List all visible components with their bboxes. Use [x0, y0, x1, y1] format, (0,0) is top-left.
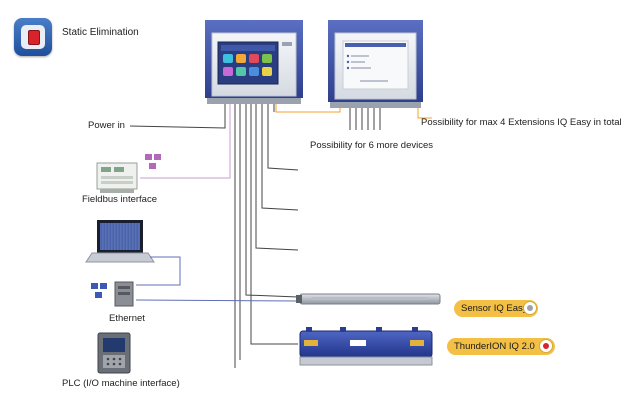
fieldbus-cable: [140, 104, 231, 179]
laptop: [85, 220, 155, 263]
main-controller-cabinet: [205, 20, 303, 104]
ethernet-cables: [135, 256, 301, 302]
power-in-label: Power in: [88, 120, 125, 131]
system-diagram: Static Elimination: [14, 18, 622, 389]
diagram-canvas: [85, 20, 441, 374]
plc-device: [97, 332, 131, 374]
extension-device-stubs: [349, 108, 381, 130]
thunderion-badge: ThunderION IQ 2.0: [447, 338, 555, 355]
header-title: Static Elimination: [62, 27, 139, 38]
thunderion-label: ThunderION IQ 2.0: [454, 341, 535, 352]
ethernet-switch: [114, 281, 134, 307]
fieldbus-connectors: [145, 154, 161, 169]
thunderion-badge-icon: [539, 339, 553, 353]
sensor-iq-easy-badge: Sensor IQ Easy: [454, 300, 538, 317]
ethernet-label: Ethernet: [109, 313, 145, 324]
extension-link: [275, 104, 432, 119]
static-elimination-icon: [14, 18, 52, 56]
extension-cabinet: [328, 20, 423, 108]
plc-label: PLC (I/O machine interface): [62, 378, 180, 389]
ethernet-connectors: [91, 283, 107, 298]
sensor-bar: [296, 293, 441, 305]
sensor-badge-icon: [523, 301, 537, 315]
more-devices-label: Possibility for 6 more devices: [310, 140, 434, 151]
sensor-iq-easy-label: Sensor IQ Easy: [461, 303, 528, 314]
extensions-label: Possibility for max 4 Extensions IQ Easy…: [421, 117, 622, 128]
controller-cables: [129, 104, 299, 368]
fieldbus-label: Fieldbus interface: [82, 194, 157, 205]
fieldbus-module: [96, 162, 138, 193]
thunderion-bar: [299, 327, 433, 366]
